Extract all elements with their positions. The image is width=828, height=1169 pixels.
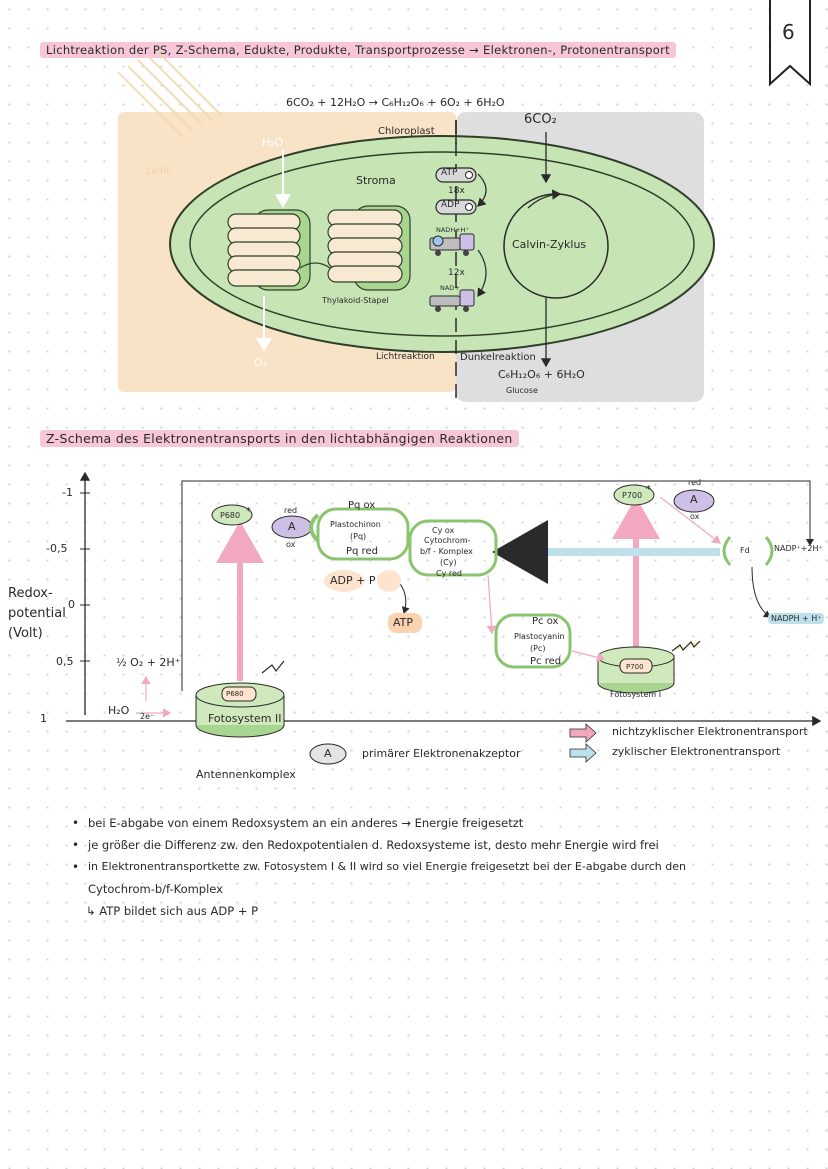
label-pc: (Pc)	[530, 644, 546, 653]
label-o2-out: O₂	[254, 356, 268, 369]
note-4: ↳ ATP bildet sich aus ADP + P	[86, 904, 259, 918]
label-ox-ps2: ox	[286, 540, 296, 549]
label-p680-star: P680	[220, 511, 241, 520]
axis-title-redox: Redox-	[8, 586, 53, 601]
label-p700-star: P700	[622, 491, 643, 500]
label-pc-red: Pc red	[530, 656, 562, 667]
label-h2o-in: H₂O	[262, 136, 284, 149]
legend-blue-arrow-icon	[569, 743, 597, 763]
label-plastochinon: Plastochinon	[330, 520, 381, 529]
tick-0: 0	[68, 598, 75, 611]
legend-a-label: A	[324, 747, 332, 760]
label-pq: (Pq)	[350, 532, 367, 541]
label-calvin-cycle: Calvin-Zyklus	[512, 238, 587, 251]
label-atp-z: ATP	[393, 616, 414, 629]
label-water-split: ½ O₂ + 2H⁺	[116, 656, 181, 669]
label-red-ps2: red	[284, 506, 298, 515]
label-cy-ox: Cy ox	[432, 526, 455, 535]
legend-blue-text: zyklischer Elektronentransport	[612, 745, 781, 758]
chloroplast-diagram	[117, 51, 715, 402]
label-dunkelreaktion: Dunkelreaktion	[460, 352, 536, 363]
heading-lichtreaktion: Lichtreaktion der PS, Z-Schema, Edukte, …	[40, 42, 676, 58]
label-adp: ADP	[441, 200, 460, 210]
label-co2-in: 6CO₂	[524, 112, 557, 127]
nad-truck-icon	[429, 289, 475, 312]
z-scheme-diagram	[66, 471, 822, 765]
axis-title-volt: (Volt)	[8, 626, 43, 641]
tick-1: 1	[40, 712, 47, 725]
page-number: 6	[782, 20, 795, 44]
legend-a-oval	[309, 743, 347, 765]
label-glucose-product: C₆H₁₂O₆ + 6H₂O	[498, 368, 585, 381]
label-h2o-z: H₂O	[108, 704, 130, 717]
label-12x: 12x	[448, 268, 465, 278]
note-2: je größer die Differenz zw. den Redoxpot…	[72, 838, 659, 852]
primary-acceptor-ps1	[673, 489, 715, 513]
label-glucose: Glucose	[506, 386, 538, 395]
label-fd: Fd	[740, 546, 750, 555]
label-plastocyanin: Plastocyanin	[514, 632, 565, 641]
label-ox-ps1: ox	[690, 512, 700, 521]
label-cy-red: Cy red	[436, 569, 462, 578]
p680-star	[211, 504, 253, 526]
label-pq-red: Pq red	[346, 546, 378, 557]
label-atp: ATP	[441, 168, 458, 178]
label-nadph: NADPH + H⁺	[768, 613, 825, 624]
note-1: bei E-abgabe von einem Redoxsystem an ei…	[72, 816, 523, 830]
label-a-ps2: A	[288, 520, 296, 533]
label-ps2-small: P680	[226, 690, 244, 698]
thylakoid-stack-left	[227, 209, 311, 291]
legend-a-text: primärer Elektronenakzeptor	[362, 747, 521, 760]
lightning-icon-ps2	[261, 660, 285, 674]
label-cy: (Cy)	[440, 558, 457, 567]
label-fotosystem-ii: Fotosystem II	[208, 712, 282, 725]
label-chloroplast: Chloroplast	[378, 126, 435, 137]
label-bf-komplex: b/f - Komplex	[420, 547, 473, 556]
lightning-icon-ps1	[671, 640, 701, 652]
label-red-ps1: red	[688, 478, 702, 487]
label-pc-ox: Pc ox	[532, 616, 559, 627]
label-2e: 2e⁻	[140, 712, 155, 721]
label-thylakoid-stack: Thylakoid-Stapel	[322, 296, 389, 305]
heading-z-schema: Z-Schema des Elektronentransports in den…	[40, 430, 519, 447]
label-nadp: NADP⁺+2H⁺	[774, 544, 823, 553]
note-3: in Elektronentransportkette zw. Fotosyst…	[72, 860, 686, 874]
tick-0-5: 0,5	[56, 655, 74, 668]
label-ps1-small: P700	[626, 663, 644, 671]
label-antennenkomplex: Antennenkomplex	[196, 768, 296, 781]
p700-star	[613, 484, 655, 506]
label-star-ps2: *	[246, 506, 251, 517]
adp-pill	[435, 199, 477, 215]
label-pq-ox: Pq ox	[348, 500, 376, 511]
axis-title-potential: potential	[8, 606, 66, 621]
label-fotosystem-i: Fotosystem I	[610, 690, 662, 699]
label-licht: Licht	[146, 166, 171, 177]
photosynthesis-equation: 6CO₂ + 12H₂O → C₆H₁₂O₆ + 6O₂ + 6H₂O	[286, 96, 505, 109]
label-nad-truck: NAD+	[440, 284, 460, 292]
label-cytochrom: Cytochrom-	[424, 536, 471, 545]
tick-minus-1: -1	[62, 486, 73, 499]
chloroplast-inner-membrane	[189, 151, 695, 337]
label-nadph-truck: NADH+H⁺	[436, 226, 469, 234]
light-waves-icon	[117, 51, 223, 137]
page-bookmark	[769, 0, 811, 87]
legend-pink-text: nichtzyklischer Elektronentransport	[612, 725, 808, 738]
label-lichtreaktion: Lichtreaktion	[376, 352, 435, 362]
label-star-ps1: *	[646, 484, 651, 495]
label-a-ps1: A	[690, 493, 698, 506]
atp-bubble	[388, 613, 422, 633]
note-3-cont: Cytochrom-b/f-Komplex	[88, 882, 223, 896]
label-18x: 18x	[448, 186, 465, 196]
thylakoid-stack-right	[327, 205, 411, 291]
legend-pink-arrow-icon	[569, 723, 597, 743]
label-stroma: Stroma	[356, 174, 396, 187]
label-adp-p: ADP + P	[330, 574, 376, 587]
nadph-truck-icon	[429, 233, 475, 256]
atp-pill	[435, 167, 477, 183]
tick-minus-0-5: -0,5	[46, 542, 68, 555]
